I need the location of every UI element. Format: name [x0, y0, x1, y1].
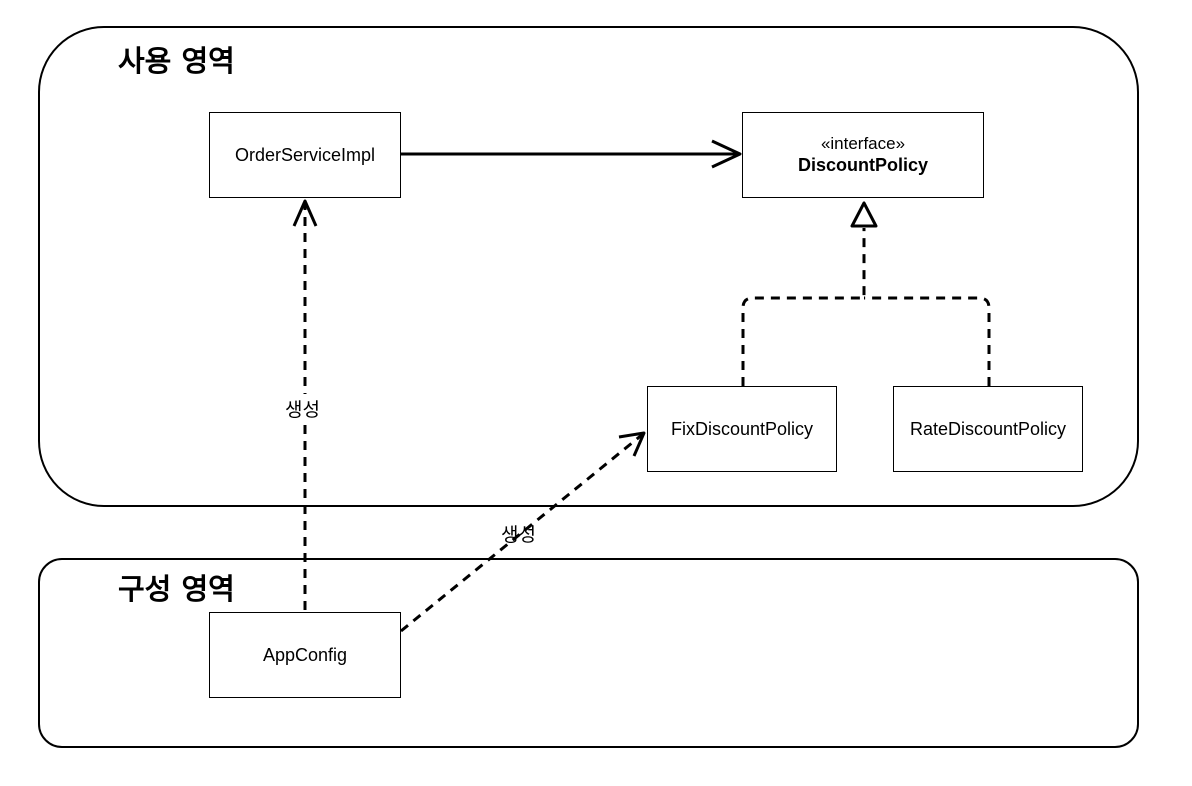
class-name: DiscountPolicy	[797, 155, 929, 176]
usage-region-title: 사용 영역	[118, 44, 235, 78]
class-app-config[interactable]: AppConfig	[209, 612, 401, 698]
class-rate-discount-policy[interactable]: RateDiscountPolicy	[893, 386, 1083, 472]
create-edge-fix	[400, 432, 644, 633]
realization-edge-fix	[741, 228, 866, 386]
class-discount-policy[interactable]: «interface» DiscountPolicy	[742, 112, 984, 198]
class-name: AppConfig	[262, 644, 348, 665]
create-label-fix: 생성	[501, 524, 536, 546]
class-fix-discount-policy[interactable]: FixDiscountPolicy	[647, 386, 837, 472]
open-arrowhead	[618, 431, 646, 457]
realization-triangle	[850, 201, 878, 228]
create-label-order: 생성	[283, 394, 322, 423]
open-arrowhead	[711, 139, 742, 169]
interface-stereotype: «interface»	[820, 134, 906, 154]
class-name: RateDiscountPolicy	[909, 418, 1067, 439]
class-name: FixDiscountPolicy	[670, 418, 814, 439]
config-region-title: 구성 영역	[118, 572, 235, 606]
realization-edge-rate	[864, 296, 991, 386]
class-order-service-impl[interactable]: OrderServiceImpl	[209, 112, 401, 198]
class-name: OrderServiceImpl	[234, 144, 376, 165]
open-arrowhead	[292, 199, 318, 227]
